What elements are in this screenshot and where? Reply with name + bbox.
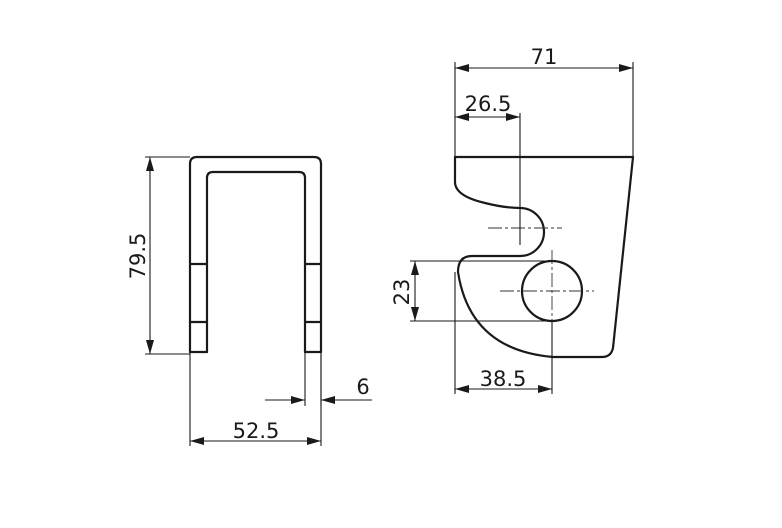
dimension-height: 79.5 — [126, 156, 190, 355]
dim-height-label: 79.5 — [126, 233, 150, 280]
dim-overall-width-label: 71 — [531, 45, 558, 69]
left-view: 79.5 52.5 6 — [126, 155, 372, 446]
dim-thickness-label: 6 — [356, 375, 369, 399]
right-view: 71 26.5 23 38.5 — [390, 45, 635, 394]
dim-width-label: 52.5 — [233, 419, 280, 443]
dimension-hole-offset: 38.5 — [454, 272, 553, 394]
dim-hole-diameter-label: 23 — [390, 279, 414, 306]
profile-outline — [453, 155, 635, 359]
dimension-notch-offset: 26.5 — [455, 92, 520, 121]
dim-notch-offset-label: 26.5 — [465, 92, 512, 116]
bracket-inner-profile — [205, 170, 307, 354]
dimension-thickness: 6 — [265, 352, 372, 406]
dimension-overall-width: 71 — [454, 45, 634, 157]
dimension-hole-diameter: 23 — [390, 260, 552, 322]
bracket-outer-profile — [188, 155, 323, 354]
dim-hole-offset-label: 38.5 — [480, 367, 527, 391]
